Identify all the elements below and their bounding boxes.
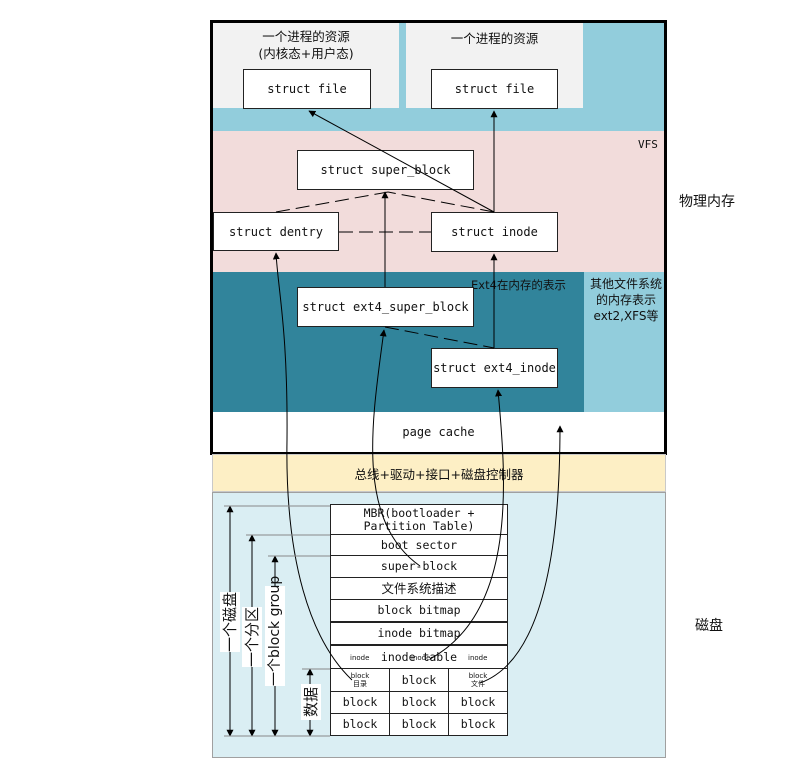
block-dir-bottom: 目录 xyxy=(353,680,367,688)
block-cell: block xyxy=(389,668,449,692)
inode-small-right: inode xyxy=(468,654,488,662)
group-range-label: 一个block group xyxy=(265,575,285,686)
inode-sb-dash xyxy=(387,191,495,213)
ext4-label: Ext4在内存的表示 xyxy=(471,278,566,292)
block-cell: block xyxy=(448,713,508,736)
struct-inode: struct inode xyxy=(431,212,558,252)
block-bitmap-cell: block bitmap xyxy=(330,599,508,622)
process-right-title: 一个进程的资源 xyxy=(450,31,539,46)
inode-to-file-left-arrow xyxy=(308,110,495,213)
other-fs-label: 其他文件系统的内存表示 ext2,XFS等 xyxy=(589,277,662,323)
super-block-to-ext4-sb-curve xyxy=(372,329,421,567)
struct-file-right: struct file xyxy=(431,69,558,109)
bus-label: 总线+驱动+接口+磁盘控制器 xyxy=(354,467,524,482)
other-fs-region xyxy=(584,272,664,412)
mbr-cell: MBR(bootloader + Partition Table) xyxy=(330,504,508,535)
block-file-bottom: 文件 xyxy=(471,680,485,688)
process-left-title: 一个进程的资源 xyxy=(262,29,350,44)
inode-bitmap-cell: inode bitmap xyxy=(330,622,508,645)
process-left-subtitle: (内核态+用户态) xyxy=(258,46,354,61)
ext4-sb-inode-dash xyxy=(384,326,495,349)
block-file-top: block xyxy=(468,672,488,680)
dentry-sb-dash xyxy=(275,191,389,213)
fs-desc-cell: 文件系统描述 xyxy=(330,577,508,600)
disk-range-label: 一个磁盘 xyxy=(220,591,240,652)
inode-small-left: inode xyxy=(350,654,370,662)
struct-file-left: struct file xyxy=(243,69,371,109)
struct-super-block: struct super_block xyxy=(297,150,474,190)
file-block-to-page-cache-curve xyxy=(479,425,564,684)
block-cell: block xyxy=(389,691,449,714)
inode-small-mid: inode xyxy=(411,654,431,662)
block-cell: block xyxy=(448,691,508,714)
struct-dentry: struct dentry xyxy=(213,212,339,251)
page-cache-region xyxy=(213,412,664,452)
mbr-text: MBR(bootloader + Partition Table) xyxy=(363,505,475,533)
data-range-label: 数据 xyxy=(301,684,321,720)
block-file-cell: block 文件 xyxy=(448,668,508,692)
block-dir-cell: block 目录 xyxy=(330,668,390,692)
memory-frame xyxy=(210,20,667,455)
partition-range-label: 一个分区 xyxy=(242,606,262,667)
disk-side-label: 磁盘 xyxy=(695,618,723,634)
struct-ext4-super-block: struct ext4_super_block xyxy=(297,287,474,327)
struct-ext4-inode: struct ext4_inode xyxy=(431,348,558,388)
vfs-label: VFS xyxy=(638,138,658,151)
page-cache-label: page cache xyxy=(402,425,475,439)
inode-table-to-ext4-inode-curve xyxy=(429,389,504,660)
block-cell: block xyxy=(389,713,449,736)
dir-block-to-dentry-curve xyxy=(272,252,353,681)
memory-side-label: 物理内存 xyxy=(679,194,735,210)
block-dir-top: block xyxy=(350,672,370,680)
